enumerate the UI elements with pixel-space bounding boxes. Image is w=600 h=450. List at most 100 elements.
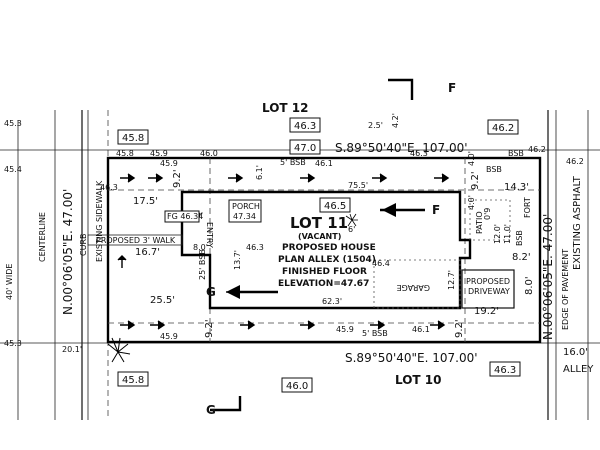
dim-80: 8.0' <box>524 276 535 295</box>
spot-f1: 45.9 <box>160 159 178 168</box>
bearing-north: S.89°50'40"E. 107.00' <box>335 141 468 155</box>
alley-width-label: 16.0' <box>563 347 588 358</box>
dim-80b: 8.0' <box>193 243 208 252</box>
section-label-g2: G <box>206 285 216 299</box>
lot-10-label: LOT 10 <box>395 373 441 387</box>
elev-box-mid: 46.5 <box>324 201 346 212</box>
spot-w1: 45.3 <box>4 119 22 128</box>
house-footprint <box>180 190 472 310</box>
section-label-f1: F <box>448 81 456 95</box>
bsb-label-1: BSB <box>486 165 502 174</box>
dim-143: 14.3' <box>504 182 529 193</box>
driveway-box <box>461 269 515 309</box>
porch-label: PORCH <box>232 202 260 211</box>
house-line-1: PROPOSED HOUSE <box>282 243 376 253</box>
drainage-arrows <box>117 173 450 330</box>
dim-front-setback: 25.5' <box>150 295 175 306</box>
dim-25bsb: 25' BSB <box>198 249 207 280</box>
spot-e2: 46.2 <box>566 157 584 166</box>
fg-label: FG 46.34 <box>167 212 203 221</box>
spot-n-e: 46.3 <box>410 149 428 158</box>
elev-box-n2: 47.0 <box>294 143 316 154</box>
spot-e1: 46.2 <box>528 145 546 154</box>
patio-dim-c: 11.0' <box>503 224 512 244</box>
vacant-label: (VACANT) <box>298 232 341 241</box>
spot-n-d: 46.1 <box>315 159 333 168</box>
house-line-2: PLAN ALLEX (1504) <box>278 255 376 265</box>
section-arrow-g <box>226 285 240 299</box>
dim-127: 12.7' <box>447 270 456 290</box>
spot-g1: 46.4 <box>372 259 390 268</box>
curb-label: CURB <box>79 234 88 257</box>
dim-167: 16.7' <box>135 247 160 258</box>
dim-61: 6.1' <box>255 165 264 180</box>
dim-40: 4.0' <box>467 151 476 166</box>
patio-dim-b: 12.0' <box>493 224 502 244</box>
bsb-label-3: 5' BSB <box>280 158 306 167</box>
row-width-label: 40' WIDE <box>5 264 14 300</box>
dim-623: 62.3' <box>322 297 342 306</box>
dim-side-se: 9.2' <box>454 319 465 338</box>
patio-label: PATIO <box>475 211 484 234</box>
pavement-label: EDGE OF PAVEMENT <box>561 249 570 330</box>
dim-137: 13.7' <box>233 250 242 270</box>
dim-rear: 19.2' <box>474 306 499 317</box>
spot-s2: 46.1 <box>412 325 430 334</box>
tree-symbol-center <box>345 213 358 227</box>
bsb-label-2: BSB <box>508 149 524 158</box>
elev-box-se: 46.3 <box>494 365 516 376</box>
elev-box-ne: 46.2 <box>492 123 514 134</box>
spot-f2: 46.3 <box>100 183 118 192</box>
bearing-west: N.00°06'05"E. 47.00' <box>61 189 75 315</box>
spot-s1: 45.9 <box>336 325 354 334</box>
bsb-label-4: BSB <box>515 230 524 246</box>
dim-6: 6' <box>348 225 355 234</box>
dim-side-sw: 9.2' <box>204 319 215 338</box>
setback-lines <box>108 158 540 342</box>
house-line-3: FINISHED FLOOR <box>282 267 367 277</box>
tree-symbol <box>107 337 131 363</box>
porch-elev-label: 47.34 <box>233 212 256 221</box>
dim-175: 17.5' <box>133 196 158 207</box>
centerline-label: CENTERLINE <box>38 212 47 262</box>
garage-outline <box>373 259 461 309</box>
elev-box-n1: 46.3 <box>294 121 316 132</box>
asphalt-label: EXISTING ASPHALT <box>572 175 583 270</box>
spot-w3: 45.3 <box>4 339 22 348</box>
driveway-label-1: PROPOSED <box>466 277 510 286</box>
garage-label: GARAGE <box>397 283 431 292</box>
elev-box-s: 46.0 <box>286 381 308 392</box>
driveway-label-2: DRIVEWAY <box>468 287 510 296</box>
walk-label: PROPOSED 3' WALK <box>96 236 176 245</box>
dim-40b: 4.0' <box>467 195 476 210</box>
sidewalk-label: EXISTING SIDEWALK <box>95 180 104 262</box>
patio-outline <box>469 199 511 241</box>
section-label-g1: G <box>206 403 216 417</box>
spot-n-c: 46.0 <box>200 149 218 158</box>
dim-5bsb: 5' BSB <box>362 329 388 338</box>
section-label-f2: F <box>432 203 440 217</box>
elev-box-nw: 45.8 <box>122 133 144 144</box>
lot-11-label: LOT 11 <box>290 214 348 232</box>
alley-lines <box>547 110 589 420</box>
spot-gr: 46.3 <box>246 243 264 252</box>
entry-label: ENTRY <box>205 222 214 248</box>
dim-201: 20.1' <box>62 345 82 354</box>
section-arrow-f <box>382 203 396 217</box>
patio-dim-a: 0'9 <box>483 208 492 220</box>
fort-label: FORT <box>523 197 532 218</box>
house-line-4: ELEVATION=47.67 <box>278 279 369 289</box>
dim-42: 4.2' <box>391 113 400 128</box>
bearing-east: N.00°06'05"E. 47.00' <box>541 214 555 340</box>
spot-n-b: 45.9 <box>150 149 168 158</box>
spot-n-a: 45.8 <box>116 149 134 158</box>
walk-strip <box>87 234 183 246</box>
elev-box-sw: 45.8 <box>122 375 144 386</box>
lot-12-label: LOT 12 <box>262 101 308 115</box>
spot-i1: 45.9 <box>160 332 178 341</box>
alley-label: ALLEY <box>563 364 594 375</box>
lot-boundary <box>106 156 542 344</box>
dim-25: 2.5' <box>368 121 383 130</box>
dim-side-ne: 9.2' <box>470 171 481 190</box>
